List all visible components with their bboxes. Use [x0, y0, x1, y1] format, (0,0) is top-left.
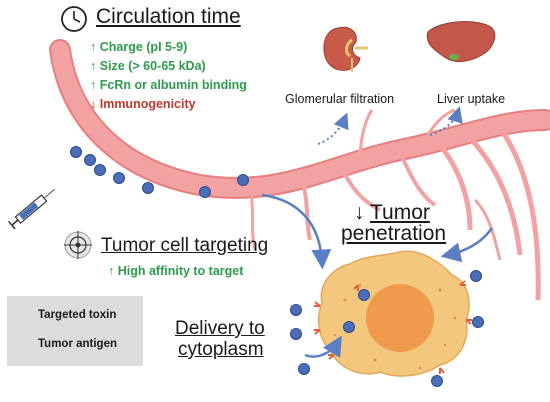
- toxin-particle: [237, 174, 249, 186]
- antigen: [465, 319, 472, 325]
- crosshair-icon: [64, 231, 92, 259]
- toxin-particle: [431, 375, 443, 387]
- toxin-particle: [290, 328, 302, 340]
- legend-box: [7, 296, 143, 366]
- liver-uptake-arrow: [429, 106, 463, 136]
- delivery-title-line2: cytoplasm: [178, 339, 264, 360]
- antigen: [314, 329, 321, 335]
- filtration-arrow: [317, 112, 349, 145]
- penetration-title-line2: penetration: [341, 222, 447, 245]
- kidney-icon: [323, 26, 368, 72]
- toxin-particle: [84, 154, 96, 166]
- blood-vessel: [49, 39, 550, 301]
- penetration-arrow-right: [440, 227, 494, 263]
- factor-immunogenicity: ↓ Immunogenicity: [90, 97, 196, 111]
- toxin-particle: [199, 186, 211, 198]
- toxin-particle: [472, 316, 484, 328]
- liver-icon: [426, 21, 496, 63]
- antigen: [353, 284, 359, 291]
- kidney-label: Glomerular filtration: [285, 92, 395, 106]
- tumor-cell: [317, 250, 470, 377]
- antigen: [328, 354, 335, 360]
- antigen: [459, 280, 466, 286]
- liver-label: Liver uptake: [437, 92, 506, 106]
- toxin-particle: [358, 289, 370, 301]
- antigen: [439, 367, 445, 374]
- syringe-icon: [8, 188, 56, 230]
- targeting-factor: ↑ High affinity to target: [108, 264, 244, 278]
- delivery-title-line1: Delivery to: [175, 318, 265, 339]
- tumor-toxins: [290, 270, 484, 387]
- toxin-particle: [298, 363, 310, 375]
- toxin-particle: [70, 146, 82, 158]
- toxin-particle: [94, 164, 106, 176]
- clock-icon: [61, 6, 87, 32]
- toxin-particle: [290, 304, 302, 316]
- toxin-particle: [470, 270, 482, 282]
- circulation-title: Circulation time: [96, 5, 241, 28]
- legend-toxin-label: Targeted toxin: [38, 309, 117, 321]
- toxin-particle: [142, 182, 154, 194]
- antigen: [314, 301, 321, 307]
- tumor-nucleus: [366, 284, 434, 352]
- legend-antigen-label: Tumor antigen: [38, 338, 118, 350]
- penetration-title-line1: ↓ Tumor: [354, 201, 430, 224]
- toxin-particle: [113, 172, 125, 184]
- internalization-arrow: [304, 335, 342, 358]
- factor-size: ↑ Size (> 60-65 kDa): [90, 59, 206, 73]
- factor-fcrn: ↑ FcRn or albumin binding: [90, 78, 247, 92]
- toxin-particle: [343, 321, 355, 333]
- vessel-toxins: [70, 146, 249, 198]
- factor-charge: ↑ Charge (pI 5-9): [90, 40, 188, 54]
- penetration-arrow-left: [261, 193, 332, 270]
- targeting-title: Tumor cell targeting: [101, 235, 269, 256]
